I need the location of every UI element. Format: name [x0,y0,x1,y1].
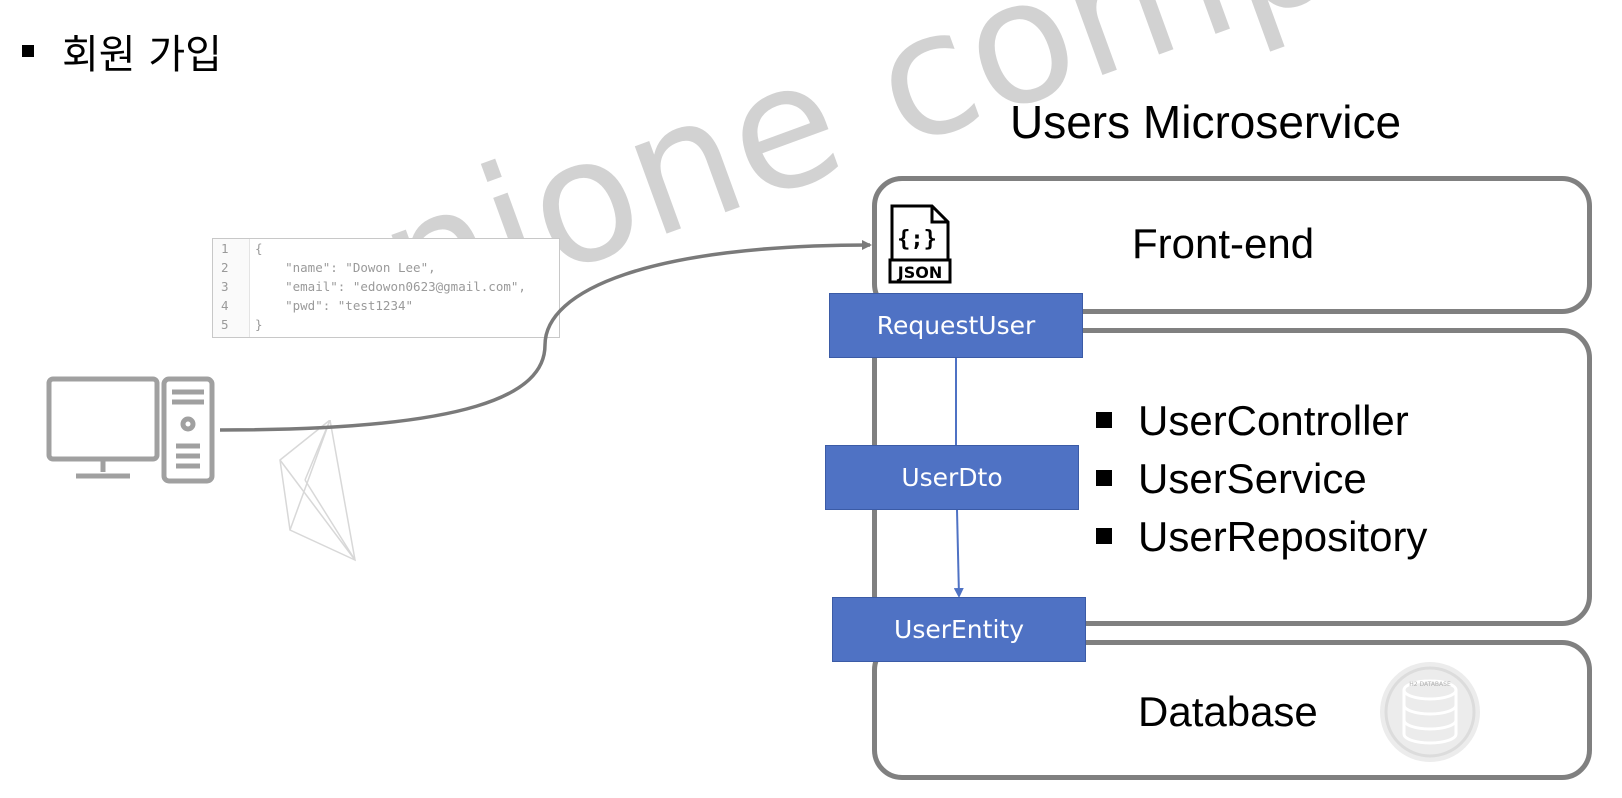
line-number: 2 [221,260,229,275]
h2-badge-text: H2 DATABASE [1409,681,1451,688]
request-connector [219,240,872,432]
slide-title: 회원 가입 [22,22,222,80]
json-request-snippet: 1 2 3 4 5 { "name": "Dowon Lee", "email"… [212,238,560,338]
json-file-icon: {;} JSON [888,204,952,284]
computer-icon [46,376,215,484]
user-dto-box: UserDto [825,445,1079,510]
database-label: Database [1138,688,1318,735]
component-label: UserRepository [1138,513,1428,560]
component-list: UserController UserService UserRepositor… [1096,392,1428,566]
bullet-square-icon [1096,470,1112,486]
code-line: { [255,241,263,256]
component-label: UserController [1138,397,1409,444]
bullet-square-icon [1096,412,1112,428]
line-number: 3 [221,279,229,294]
front-end-layer [872,176,1592,314]
bullet-square-icon [1096,528,1112,544]
list-item: UserController [1096,392,1427,450]
line-number: 4 [221,298,229,313]
code-line: "email": "edowon0623@gmail.com", [255,279,526,294]
watermark-logo-icon [279,420,356,562]
bullet-square-icon [22,45,34,57]
json-icon-label: JSON [897,263,942,282]
line-gutter [213,239,250,337]
front-end-label: Front-end [1132,220,1315,267]
line-number: 5 [221,317,229,332]
user-entity-box: UserEntity [832,597,1086,662]
request-user-box: RequestUser [829,293,1083,358]
line-number: 1 [221,241,229,256]
json-icon-braces: {;} [897,227,937,252]
h2-database-icon: H2 DATABASE [1380,662,1480,762]
code-line: } [255,317,263,332]
list-item: UserService [1096,450,1427,508]
service-title: Users Microservice [1010,96,1402,148]
code-line: "pwd": "test1234" [255,298,414,313]
entity-connector [953,509,964,598]
code-line: "name": "Dowon Lee", [255,260,436,275]
component-label: UserService [1138,455,1367,502]
list-item: UserRepository [1096,508,1428,566]
slide-title-text: 회원 가입 [62,32,222,78]
database-layer [872,640,1592,780]
